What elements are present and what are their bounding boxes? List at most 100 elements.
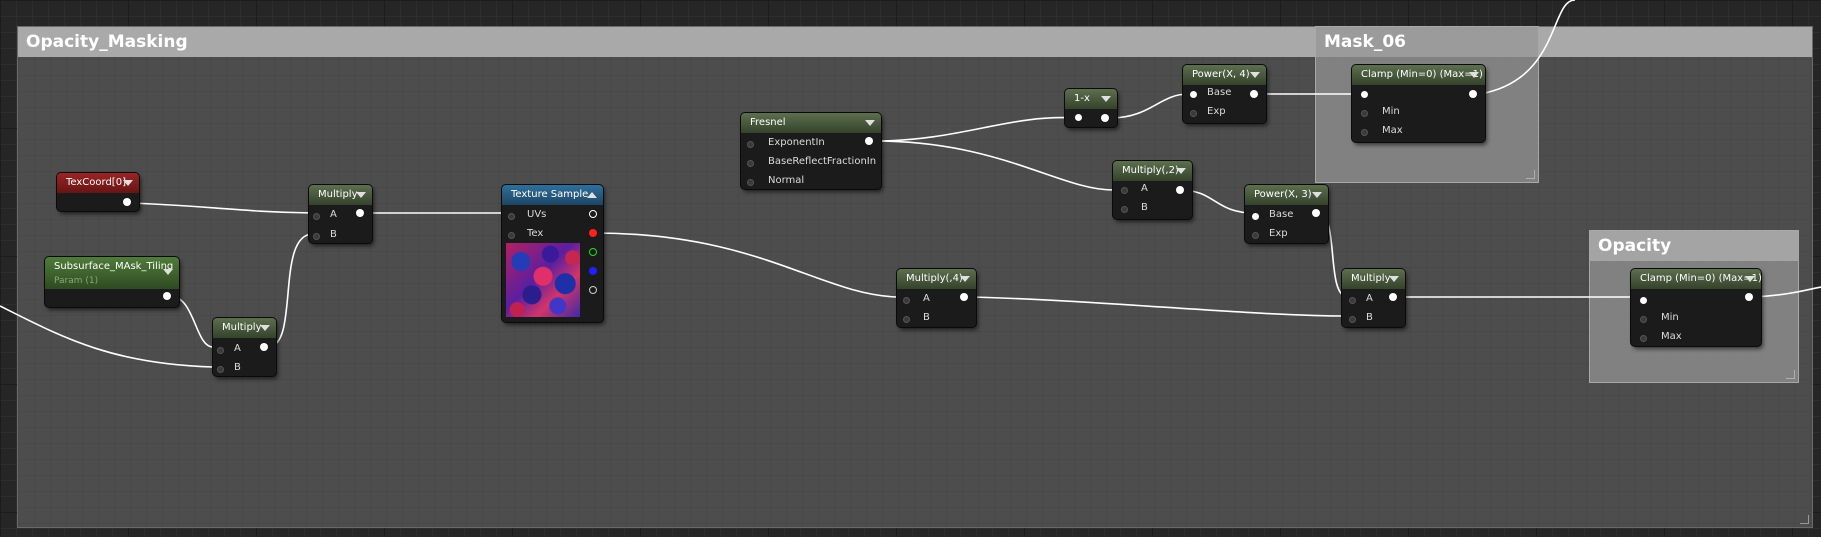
input-pin-a[interactable] <box>1121 187 1128 194</box>
resize-grip-icon[interactable] <box>1526 170 1535 179</box>
output-pin[interactable] <box>960 293 968 301</box>
node-clamp[interactable]: Clamp (Min=0) (Max=1) Min Max <box>1352 65 1485 142</box>
output-pin[interactable] <box>1312 209 1320 217</box>
output-pin[interactable] <box>123 198 131 206</box>
input-pin-base-reflect[interactable] <box>747 160 754 167</box>
input-pin[interactable] <box>1361 91 1368 98</box>
collapse-arrow-icon[interactable] <box>1469 72 1479 78</box>
input-pin-exp[interactable] <box>1190 110 1197 117</box>
node-multiply-final[interactable]: Multiply A B <box>1342 269 1405 327</box>
node-title: Multiply <box>222 322 262 333</box>
input-pin-tex[interactable] <box>508 232 515 239</box>
input-pin-max[interactable] <box>1361 129 1368 136</box>
input-pin-b[interactable] <box>217 366 224 373</box>
texture-preview-image <box>506 243 580 317</box>
output-pin[interactable] <box>356 209 364 217</box>
collapse-arrow-icon[interactable] <box>865 120 875 126</box>
input-pin[interactable] <box>1640 297 1647 304</box>
node-title: Texture Sample <box>511 189 589 200</box>
input-pin-a[interactable] <box>1349 297 1356 304</box>
output-pin-a[interactable] <box>589 286 597 294</box>
input-pin-b[interactable] <box>1121 206 1128 213</box>
output-pin-r[interactable] <box>589 229 597 237</box>
collapse-arrow-icon[interactable] <box>260 325 270 331</box>
collapse-arrow-icon[interactable] <box>1389 276 1399 282</box>
pin-label: Base <box>1269 209 1294 220</box>
input-pin-normal[interactable] <box>747 179 754 186</box>
resize-grip-icon[interactable] <box>1786 370 1795 379</box>
collapse-arrow-icon[interactable] <box>960 276 970 282</box>
node-multiply[interactable]: Multiply A B <box>213 318 276 376</box>
collapse-arrow-icon[interactable] <box>1176 168 1186 174</box>
input-pin-exponent[interactable] <box>747 141 754 148</box>
wire <box>874 116 1076 142</box>
output-pin[interactable] <box>1469 90 1477 98</box>
wire <box>874 140 1114 191</box>
pin-label: A <box>1141 183 1148 194</box>
output-pin[interactable] <box>1745 293 1753 301</box>
node-texture-sample[interactable]: Texture Sample UVs Tex <box>502 185 603 322</box>
pin-label: ExponentIn <box>768 137 825 148</box>
output-pin[interactable] <box>1101 114 1109 122</box>
node-one-minus[interactable]: 1-x <box>1065 89 1117 127</box>
pin-label: B <box>923 312 930 323</box>
input-pin-min[interactable] <box>1361 110 1368 117</box>
pin-label: B <box>234 362 241 373</box>
node-title: Multiply(,2) <box>1122 165 1179 176</box>
output-pin[interactable] <box>865 137 873 145</box>
pin-label: B <box>330 229 337 240</box>
input-pin-base[interactable] <box>1190 91 1197 98</box>
input-pin-exp[interactable] <box>1252 232 1259 239</box>
collapse-arrow-icon[interactable] <box>1312 192 1322 198</box>
node-texcoord[interactable]: TexCoord[0] <box>57 173 139 211</box>
node-multiply-2[interactable]: Multiply(,2) A B <box>1113 161 1192 219</box>
collapse-arrow-icon[interactable] <box>1250 72 1260 78</box>
output-pin-b[interactable] <box>589 267 597 275</box>
wire <box>126 202 314 214</box>
node-power-x3[interactable]: Power(X, 3) Base Exp <box>1245 185 1328 243</box>
input-pin-a[interactable] <box>313 213 320 220</box>
collapse-arrow-icon[interactable] <box>123 180 133 186</box>
input-pin-base[interactable] <box>1252 213 1259 220</box>
node-multiply-4[interactable]: Multiply(,4) A B <box>897 269 976 327</box>
node-title: TexCoord[0] <box>66 177 126 188</box>
output-pin[interactable] <box>163 292 171 300</box>
input-pin-min[interactable] <box>1640 316 1647 323</box>
output-pin-g[interactable] <box>589 248 597 256</box>
pin-label: A <box>923 293 930 304</box>
output-pin[interactable] <box>260 343 268 351</box>
input-pin-max[interactable] <box>1640 335 1647 342</box>
node-subtitle: Param (1) <box>54 276 99 286</box>
node-title: Multiply <box>1351 273 1391 284</box>
input-pin-b[interactable] <box>1349 316 1356 323</box>
pin-label: Normal <box>768 175 805 186</box>
node-clamp[interactable]: Clamp (Min=0) (Max=1) Min Max <box>1631 269 1762 346</box>
input-pin[interactable] <box>1075 114 1082 121</box>
comment-title[interactable]: Opacity <box>1590 231 1798 261</box>
node-fresnel[interactable]: Fresnel ExponentIn BaseReflectFractionIn… <box>741 113 881 189</box>
output-pin[interactable] <box>1389 293 1397 301</box>
input-pin-uvs[interactable] <box>508 213 515 220</box>
node-power-x4[interactable]: Power(X, 4) Base Exp <box>1183 65 1266 123</box>
pin-label: UVs <box>527 209 547 220</box>
input-pin-b[interactable] <box>903 316 910 323</box>
output-pin-rgb[interactable] <box>589 210 597 218</box>
input-pin-b[interactable] <box>313 233 320 240</box>
collapse-arrow-icon[interactable] <box>1101 96 1111 102</box>
pin-label: A <box>1366 293 1373 304</box>
pin-label: Max <box>1382 125 1403 136</box>
wire <box>593 232 899 298</box>
pin-label: Min <box>1382 106 1400 117</box>
collapse-arrow-icon[interactable] <box>587 192 597 198</box>
input-pin-a[interactable] <box>217 347 224 354</box>
output-pin[interactable] <box>1176 186 1184 194</box>
collapse-arrow-icon[interactable] <box>356 192 366 198</box>
node-multiply[interactable]: Multiply A B <box>309 185 372 243</box>
input-pin-a[interactable] <box>903 297 910 304</box>
collapse-arrow-icon[interactable] <box>1745 276 1755 282</box>
output-pin[interactable] <box>1250 90 1258 98</box>
resize-grip-icon[interactable] <box>1800 515 1809 524</box>
collapse-arrow-icon[interactable] <box>163 269 173 275</box>
comment-title[interactable]: Mask_06 <box>1324 32 1406 52</box>
